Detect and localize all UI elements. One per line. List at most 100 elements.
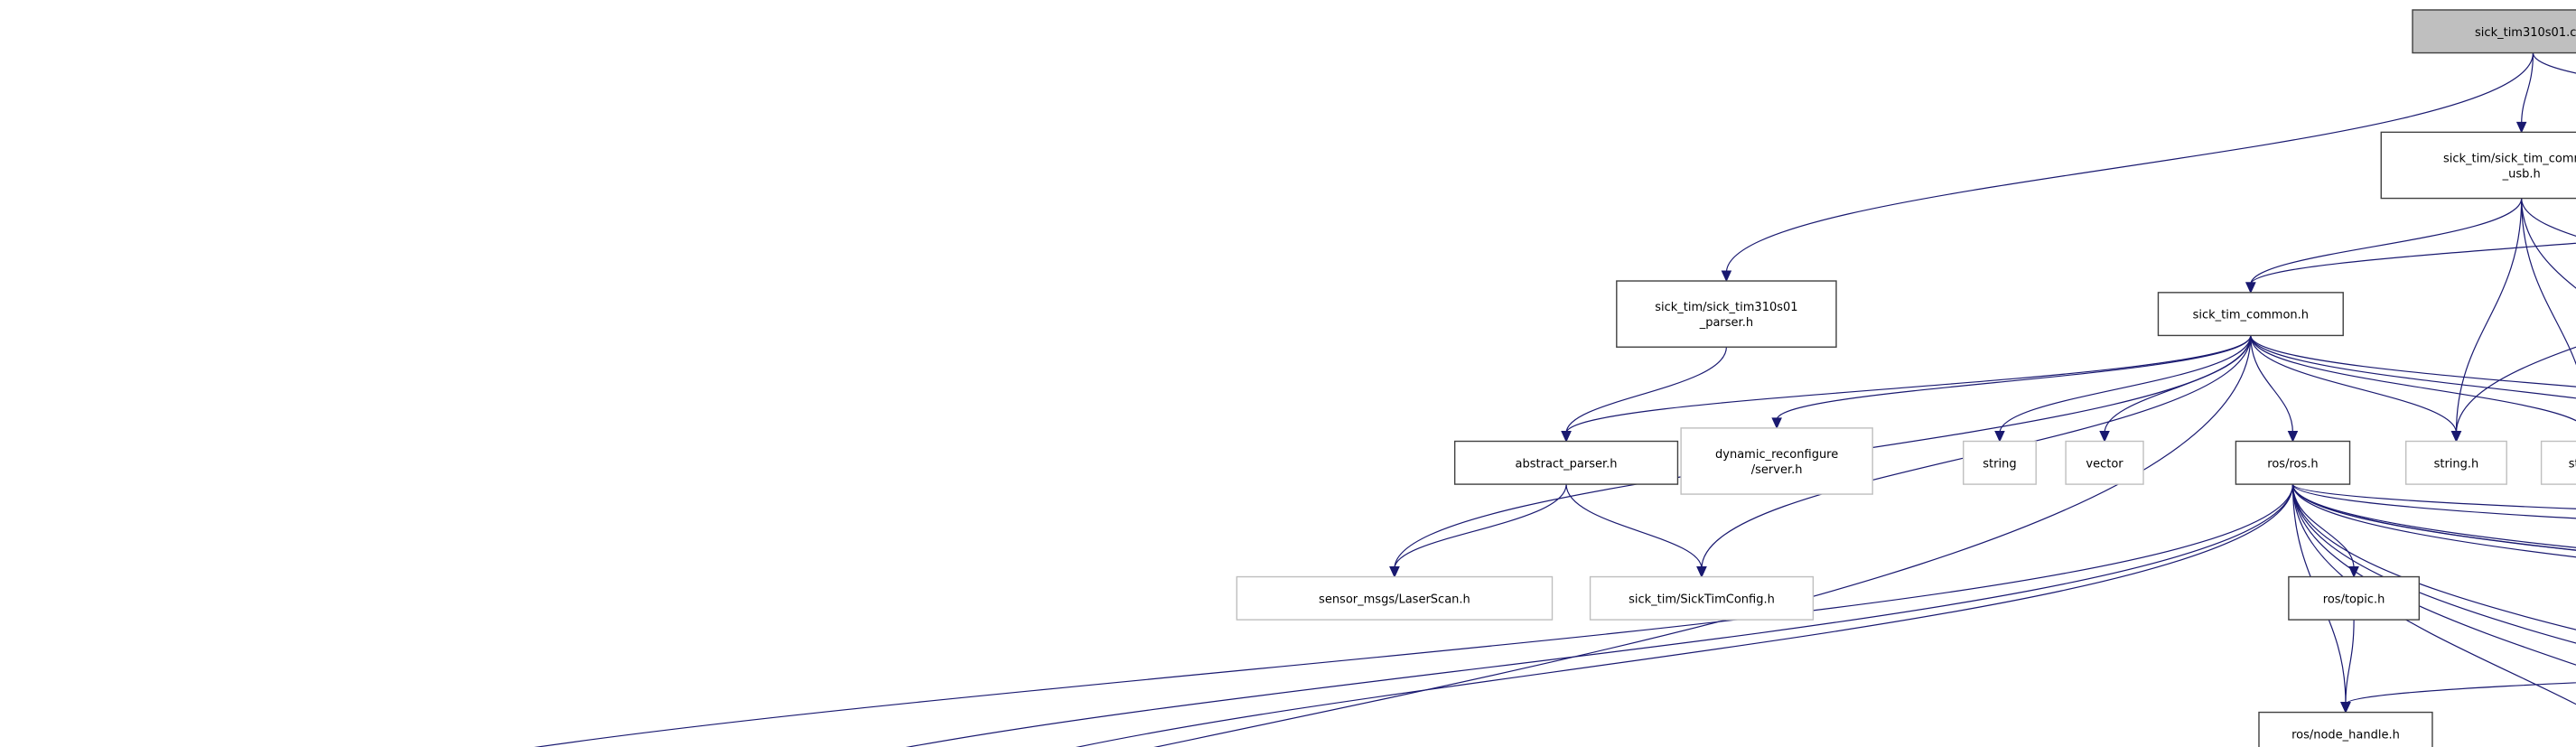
node-box (1680, 427, 1873, 495)
arrowhead-icon (2245, 282, 2256, 294)
node-label: sick_tim310s01.cpp (2475, 26, 2576, 40)
edge-ros_h-to-service (2291, 483, 2576, 519)
node-root[interactable]: sick_tim310s01.cpp (2412, 9, 2576, 54)
node-box (2540, 440, 2576, 485)
edge-common-to-stdio_h (2250, 335, 2576, 422)
node-common[interactable]: sick_tim_common.h (2157, 292, 2344, 337)
edge-service-to-node_handle (2340, 682, 2576, 714)
node-label: abstract_parser.h (1516, 457, 1618, 471)
edge-common-to-std_msgs_string (2250, 335, 2576, 388)
node-vector[interactable]: vector (2065, 440, 2144, 485)
edge-ros_h-to-names (2291, 484, 2576, 558)
node-box (1616, 280, 1837, 348)
arrowhead-icon (1994, 431, 2005, 443)
edge-line (2291, 483, 2576, 519)
node-node-handle[interactable]: ros/node_handle.h (2258, 711, 2433, 747)
node-box (1453, 440, 1679, 485)
arrowhead-icon (2287, 431, 2299, 443)
node-label: sick_tim/sick_tim_common (2443, 152, 2576, 165)
edge-common-to-abstract_parser (1561, 335, 2252, 443)
node-common-usb[interactable]: sick_tim/sick_tim_common_usb.h (2380, 131, 2576, 200)
edge-line (1565, 335, 2252, 434)
arrowhead-icon (1771, 417, 1782, 430)
arrowhead-icon (2099, 431, 2110, 443)
edge-line (1565, 347, 1727, 434)
edge-ros_h-to-param (2291, 483, 2576, 509)
edge-line (534, 484, 2294, 747)
edge-line (2250, 335, 2576, 399)
node-topic[interactable]: ros/topic.h (2288, 575, 2421, 621)
edge-common_usb-to-common (2245, 198, 2523, 294)
edge-line (2345, 620, 2355, 705)
edge-line (1999, 335, 2252, 434)
node-ros-h[interactable]: ros/ros.h (2235, 440, 2351, 485)
node-laserscan[interactable]: sensor_msgs/LaserScan.h (1236, 575, 1554, 621)
edge-ros_h-to-master (2291, 484, 2576, 551)
edge-line (1153, 335, 2252, 747)
node-box (1963, 440, 2037, 485)
node-box (2157, 292, 2344, 337)
edge-line (2291, 484, 2576, 558)
node-dyn-reconf[interactable]: dynamic_reconfigure/server.h (1680, 427, 1873, 495)
edge-ros_h-to-timer (1076, 484, 2294, 747)
node-label: ros/topic.h (2323, 593, 2385, 606)
edge-ros_h-to-subscriber_m (2291, 484, 2576, 705)
node-box (2412, 9, 2576, 54)
edge-line (2345, 682, 2576, 705)
node-label: vector (2086, 457, 2123, 471)
edge-abstract_parser-to-sicktimconfig (1565, 484, 1707, 578)
edge-line (1394, 484, 1567, 569)
edge-common-to-ros_h (2250, 335, 2299, 443)
node-label: stdio.h (2569, 457, 2576, 471)
node-label: _parser.h (1699, 316, 1753, 330)
node-box (2288, 575, 2421, 621)
node-abstract-parser[interactable]: abstract_parser.h (1453, 440, 1679, 485)
nodes-layer: sick_tim310s01.cpp sick_tim/sick_tim310s0… (1236, 9, 2576, 747)
edge-common_mockup-to-common (2245, 242, 2576, 294)
edge-line (2521, 198, 2576, 366)
node-label: string (1983, 457, 2016, 471)
arrowhead-icon (2515, 121, 2527, 134)
edge-common-to-dyn_reconf (1771, 335, 2252, 430)
edge-line (2250, 335, 2294, 434)
node-string[interactable]: string (1963, 440, 2037, 485)
arrowhead-icon (2340, 702, 2351, 714)
edge-topic-to-node_handle (2340, 620, 2355, 714)
arrowhead-icon (1561, 431, 1572, 443)
node-box (1236, 575, 1554, 621)
node-label: string.h (2434, 457, 2479, 471)
edge-ros_h-to-subscriber_r (2291, 484, 2576, 630)
edge-root-to-common_usb (2515, 52, 2534, 134)
edge-line (2250, 335, 2576, 422)
node-parser[interactable]: sick_tim/sick_tim310s01_parser.h (1616, 280, 1837, 348)
node-box (2404, 440, 2507, 485)
edge-line (2250, 198, 2523, 285)
edge-common-to-string_h (2250, 335, 2462, 443)
node-box (2065, 440, 2144, 485)
edge-line (2291, 484, 2576, 666)
edge-common-to-stdlib_h (2250, 335, 2576, 399)
edge-line (2291, 484, 2576, 644)
edge-ros_h-to-publisher_r (2291, 484, 2576, 644)
node-string-h[interactable]: string.h (2404, 440, 2507, 485)
node-box (2258, 711, 2433, 747)
edges-layer (534, 52, 2576, 747)
edge-line (2250, 335, 2458, 434)
node-sicktimconfig[interactable]: sick_tim/SickTimConfig.h (1589, 575, 1815, 621)
node-box (2235, 440, 2351, 485)
edge-line (2291, 484, 2576, 705)
edge-parser-to-abstract_parser (1561, 347, 1727, 443)
edge-line (2521, 198, 2576, 289)
edge-abstract_parser-to-laserscan (1389, 484, 1567, 578)
edge-ros_h-to-init (905, 484, 2294, 747)
edge-line (2291, 484, 2576, 551)
node-stdio-h[interactable]: stdio.h (2540, 440, 2576, 485)
arrowhead-icon (2450, 431, 2462, 443)
edge-line (1776, 335, 2252, 421)
edge-line (905, 484, 2294, 747)
edge-common_usb-to-stdio_h (2521, 198, 2576, 366)
node-label: sensor_msgs/LaserScan.h (1319, 593, 1470, 606)
edge-line (2532, 52, 2576, 74)
edge-common-to-diag_updater (1153, 335, 2252, 747)
edge-line (2250, 242, 2576, 285)
